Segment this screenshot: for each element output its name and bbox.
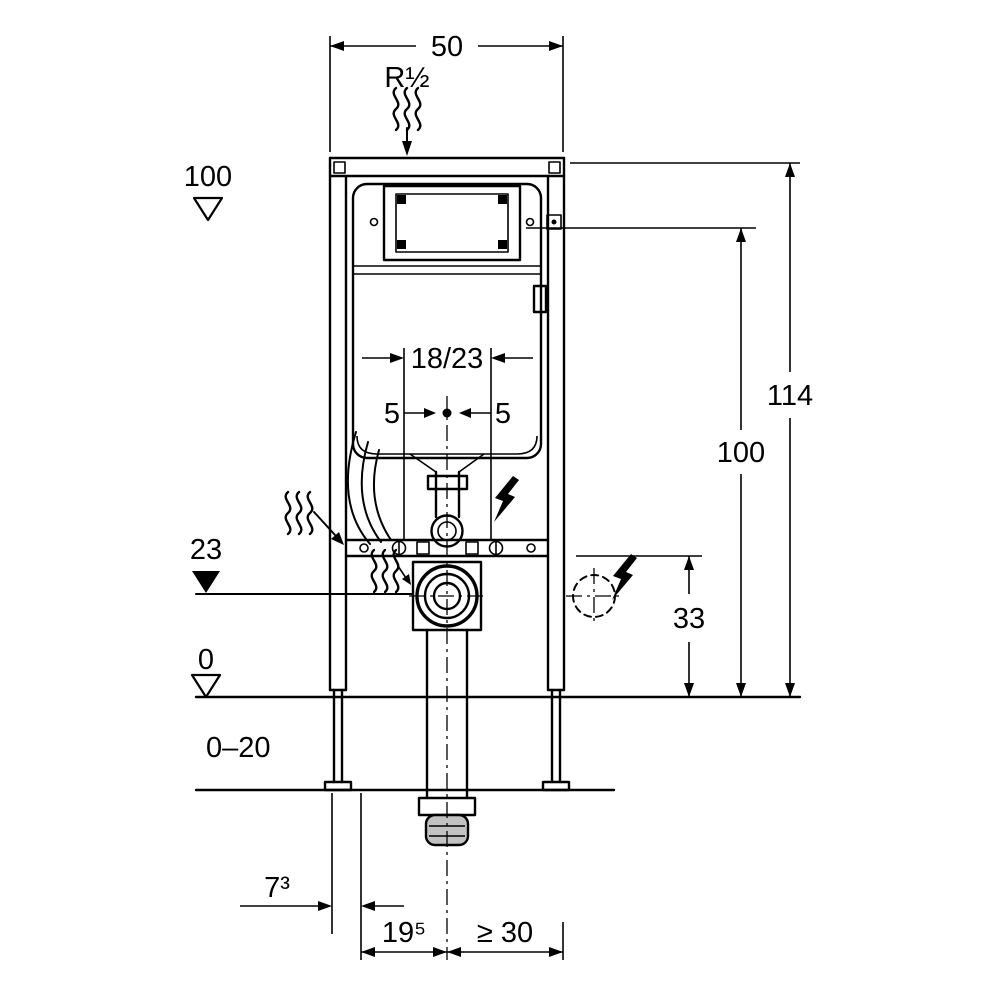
label-overall-height: 114 [767, 380, 813, 412]
dim-offsets [404, 408, 491, 418]
label-offset-right: 5 [495, 398, 511, 430]
label-inlet: R½ [384, 62, 429, 94]
level-marker-open-icon [190, 673, 222, 699]
label-side-clearance: ≥ 30 [477, 917, 533, 949]
flush-plate-opening [369, 184, 535, 262]
dim-front-offset [240, 793, 404, 960]
fill-valve-connector [532, 284, 548, 314]
mounting-frame [328, 156, 566, 692]
lightning-bolt-icon [494, 476, 519, 522]
flush-pipe [409, 453, 485, 548]
label-floor-buildup: 0–20 [206, 732, 271, 764]
level-marker-filled-icon [192, 571, 220, 593]
label-floor-level: 0 [198, 644, 214, 676]
steam-icon [392, 86, 422, 132]
cistern [351, 182, 548, 460]
frame-feet [323, 688, 571, 792]
dim-cistern-height [526, 227, 756, 697]
dim-outlet-offset [361, 922, 564, 960]
label-cistern-height: 100 [717, 437, 765, 469]
lightning-bolt-icon [612, 554, 637, 600]
center-point [442, 408, 452, 418]
steam-icon [284, 490, 314, 536]
fastener-icon [526, 543, 536, 553]
screw-icon [525, 217, 535, 227]
label-outlet-to-floor: 33 [673, 603, 705, 635]
fastener-icon [465, 541, 479, 555]
arrow-to-frame [313, 511, 344, 545]
dim-top-width [329, 36, 564, 152]
dim-outlet-to-floor [576, 555, 702, 697]
fastener-icon [359, 543, 369, 553]
dim-bracket-spacing [362, 348, 533, 540]
label-outlet-offset: 19⁵ [382, 917, 426, 949]
arrow-to-drain [397, 565, 411, 585]
corner-block [548, 161, 561, 174]
label-top-width: 50 [431, 31, 463, 63]
screw-icon [369, 217, 379, 227]
dim-overall-height [570, 162, 800, 697]
alternative-outlet [566, 568, 622, 624]
fixing-bracket [546, 214, 562, 230]
corner-block [333, 161, 346, 174]
label-front-offset: 7³ [264, 872, 290, 904]
level-marker-open-icon [192, 196, 224, 222]
label-offset-left: 5 [384, 398, 400, 430]
fastener-icon [416, 541, 430, 555]
flush-bend [347, 431, 392, 545]
label-outlet-level: 23 [190, 534, 222, 566]
label-bracket-spacing: 18/23 [411, 343, 484, 375]
label-level-top: 100 [184, 161, 232, 193]
inlet-arrow [402, 127, 412, 156]
